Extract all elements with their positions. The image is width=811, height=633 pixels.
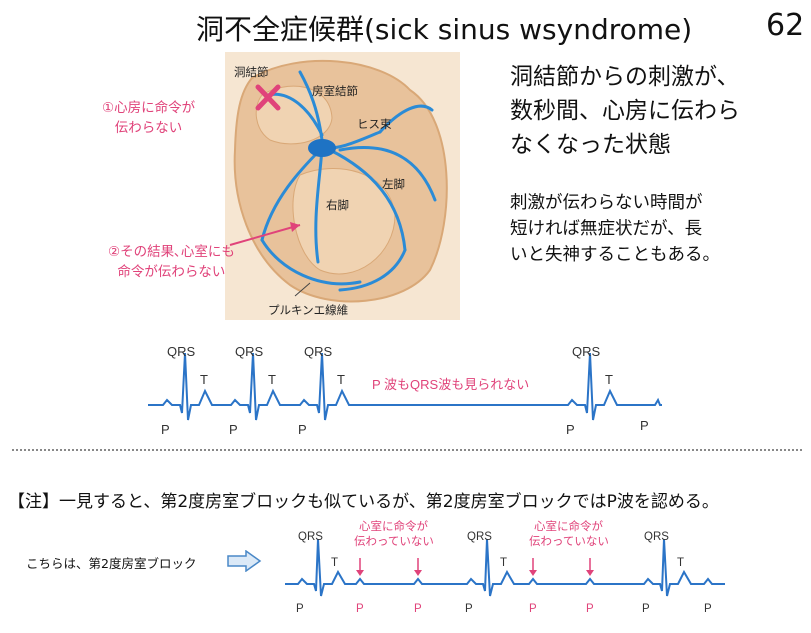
p-label: P [229, 422, 238, 437]
qrs-label: QRS [298, 531, 323, 543]
p-label: P [704, 603, 712, 615]
sub-description: 刺激が伝わらない時間が 短ければ無症状だが、長 いと失神することもある。 [510, 190, 790, 268]
p-label: P [161, 422, 170, 437]
t-label: T [337, 372, 345, 387]
blocked-p-label: P [586, 603, 594, 615]
section-divider [12, 449, 802, 451]
callout-line: 命令が伝わらない [117, 264, 226, 280]
note-text: 【注】一見すると、第2度房室ブロックも似ているが、第2度房室ブロックではP波を認… [8, 492, 719, 512]
blocked-p-label: P [356, 603, 364, 615]
purkinje-leader-line [294, 282, 311, 297]
p-label: P [465, 603, 473, 615]
qrs-label: QRS [304, 344, 333, 359]
down-arrow-head-icon [529, 570, 537, 576]
label-right-branch: 右脚 [326, 198, 349, 212]
pause-caption: P 波もQRS波も見られない [372, 377, 529, 392]
label-his-bundle: ヒス束 [357, 117, 392, 131]
ecg-trace [148, 352, 662, 421]
not-conducted-caption: 心室に命令が [359, 519, 428, 533]
p-label: P [642, 603, 650, 615]
callout-line: ②その結果､心室にも [108, 244, 235, 260]
t-label: T [500, 557, 507, 569]
t-label: T [268, 372, 276, 387]
callout-ventricle: ②その結果､心室にも 命令が伝わらない [108, 242, 235, 282]
sub-description-line: いと失神することもある。 [510, 245, 720, 265]
label-av-node: 房室結節 [312, 84, 358, 98]
callout-line: 伝わらない [114, 120, 183, 136]
label-sinus-node: 洞結節 [234, 65, 269, 79]
callout-atrium: ①心房に命令が 伝わらない [102, 98, 195, 138]
main-description-line: なくなった状態 [510, 132, 671, 158]
arrow-line [229, 224, 301, 246]
not-conducted-caption: 伝わっていない [354, 535, 434, 548]
t-label: T [331, 557, 338, 569]
label-purkinje: プルキンエ線維 [268, 303, 349, 317]
right-arrow-icon [227, 550, 262, 572]
sub-description-line: 短ければ無症状だが、長 [510, 219, 703, 239]
blocked-x-icon [255, 84, 281, 111]
blocked-p-label: P [414, 603, 422, 615]
main-description-line: 洞結節からの刺激が、 [510, 64, 740, 90]
slide-title: 洞不全症候群(sick sinus wsyndrome) [196, 13, 693, 46]
p-label: P [566, 422, 575, 437]
qrs-label: QRS [467, 531, 492, 543]
not-conducted-caption: 伝わっていない [529, 535, 609, 548]
down-arrow-head-icon [414, 570, 422, 576]
ecg-sick-sinus: QRS T P QRS T P QRS T P QRS T P P P 波もQRS波も見られない [148, 344, 662, 437]
not-conducted-caption: 心室に命令が [534, 519, 603, 533]
qrs-label: QRS [644, 531, 669, 543]
callout-line: ①心房に命令が [102, 100, 196, 116]
t-label: T [200, 372, 208, 387]
p-label: P [640, 418, 649, 433]
heart-diagram [225, 52, 460, 320]
page-number: 62 [766, 8, 805, 43]
blocked-p-label: P [529, 603, 537, 615]
compare-label: こちらは、第2度房室ブロック [26, 553, 196, 572]
t-label: T [677, 557, 684, 569]
qrs-label: QRS [572, 344, 601, 359]
main-description-line: 数秒間、心房に伝わら [510, 98, 740, 124]
av-node-marker [308, 139, 336, 157]
label-left-branch: 左脚 [382, 177, 405, 191]
conduction-system [260, 70, 437, 292]
arrow-head-icon [290, 222, 300, 232]
main-description: 洞結節からの刺激が、 数秒間、心房に伝わら なくなった状態 [510, 60, 800, 162]
ecg-trace [285, 538, 725, 597]
qrs-label: QRS [167, 344, 196, 359]
down-arrow-head-icon [586, 570, 594, 576]
qrs-label: QRS [235, 344, 264, 359]
compare-label-text: こちらは、第2度房室ブロック [26, 556, 197, 571]
down-arrow-head-icon [356, 570, 364, 576]
sub-description-line: 刺激が伝わらない時間が [510, 193, 703, 213]
p-label: P [298, 422, 307, 437]
t-label: T [605, 372, 613, 387]
p-label: P [296, 603, 304, 615]
